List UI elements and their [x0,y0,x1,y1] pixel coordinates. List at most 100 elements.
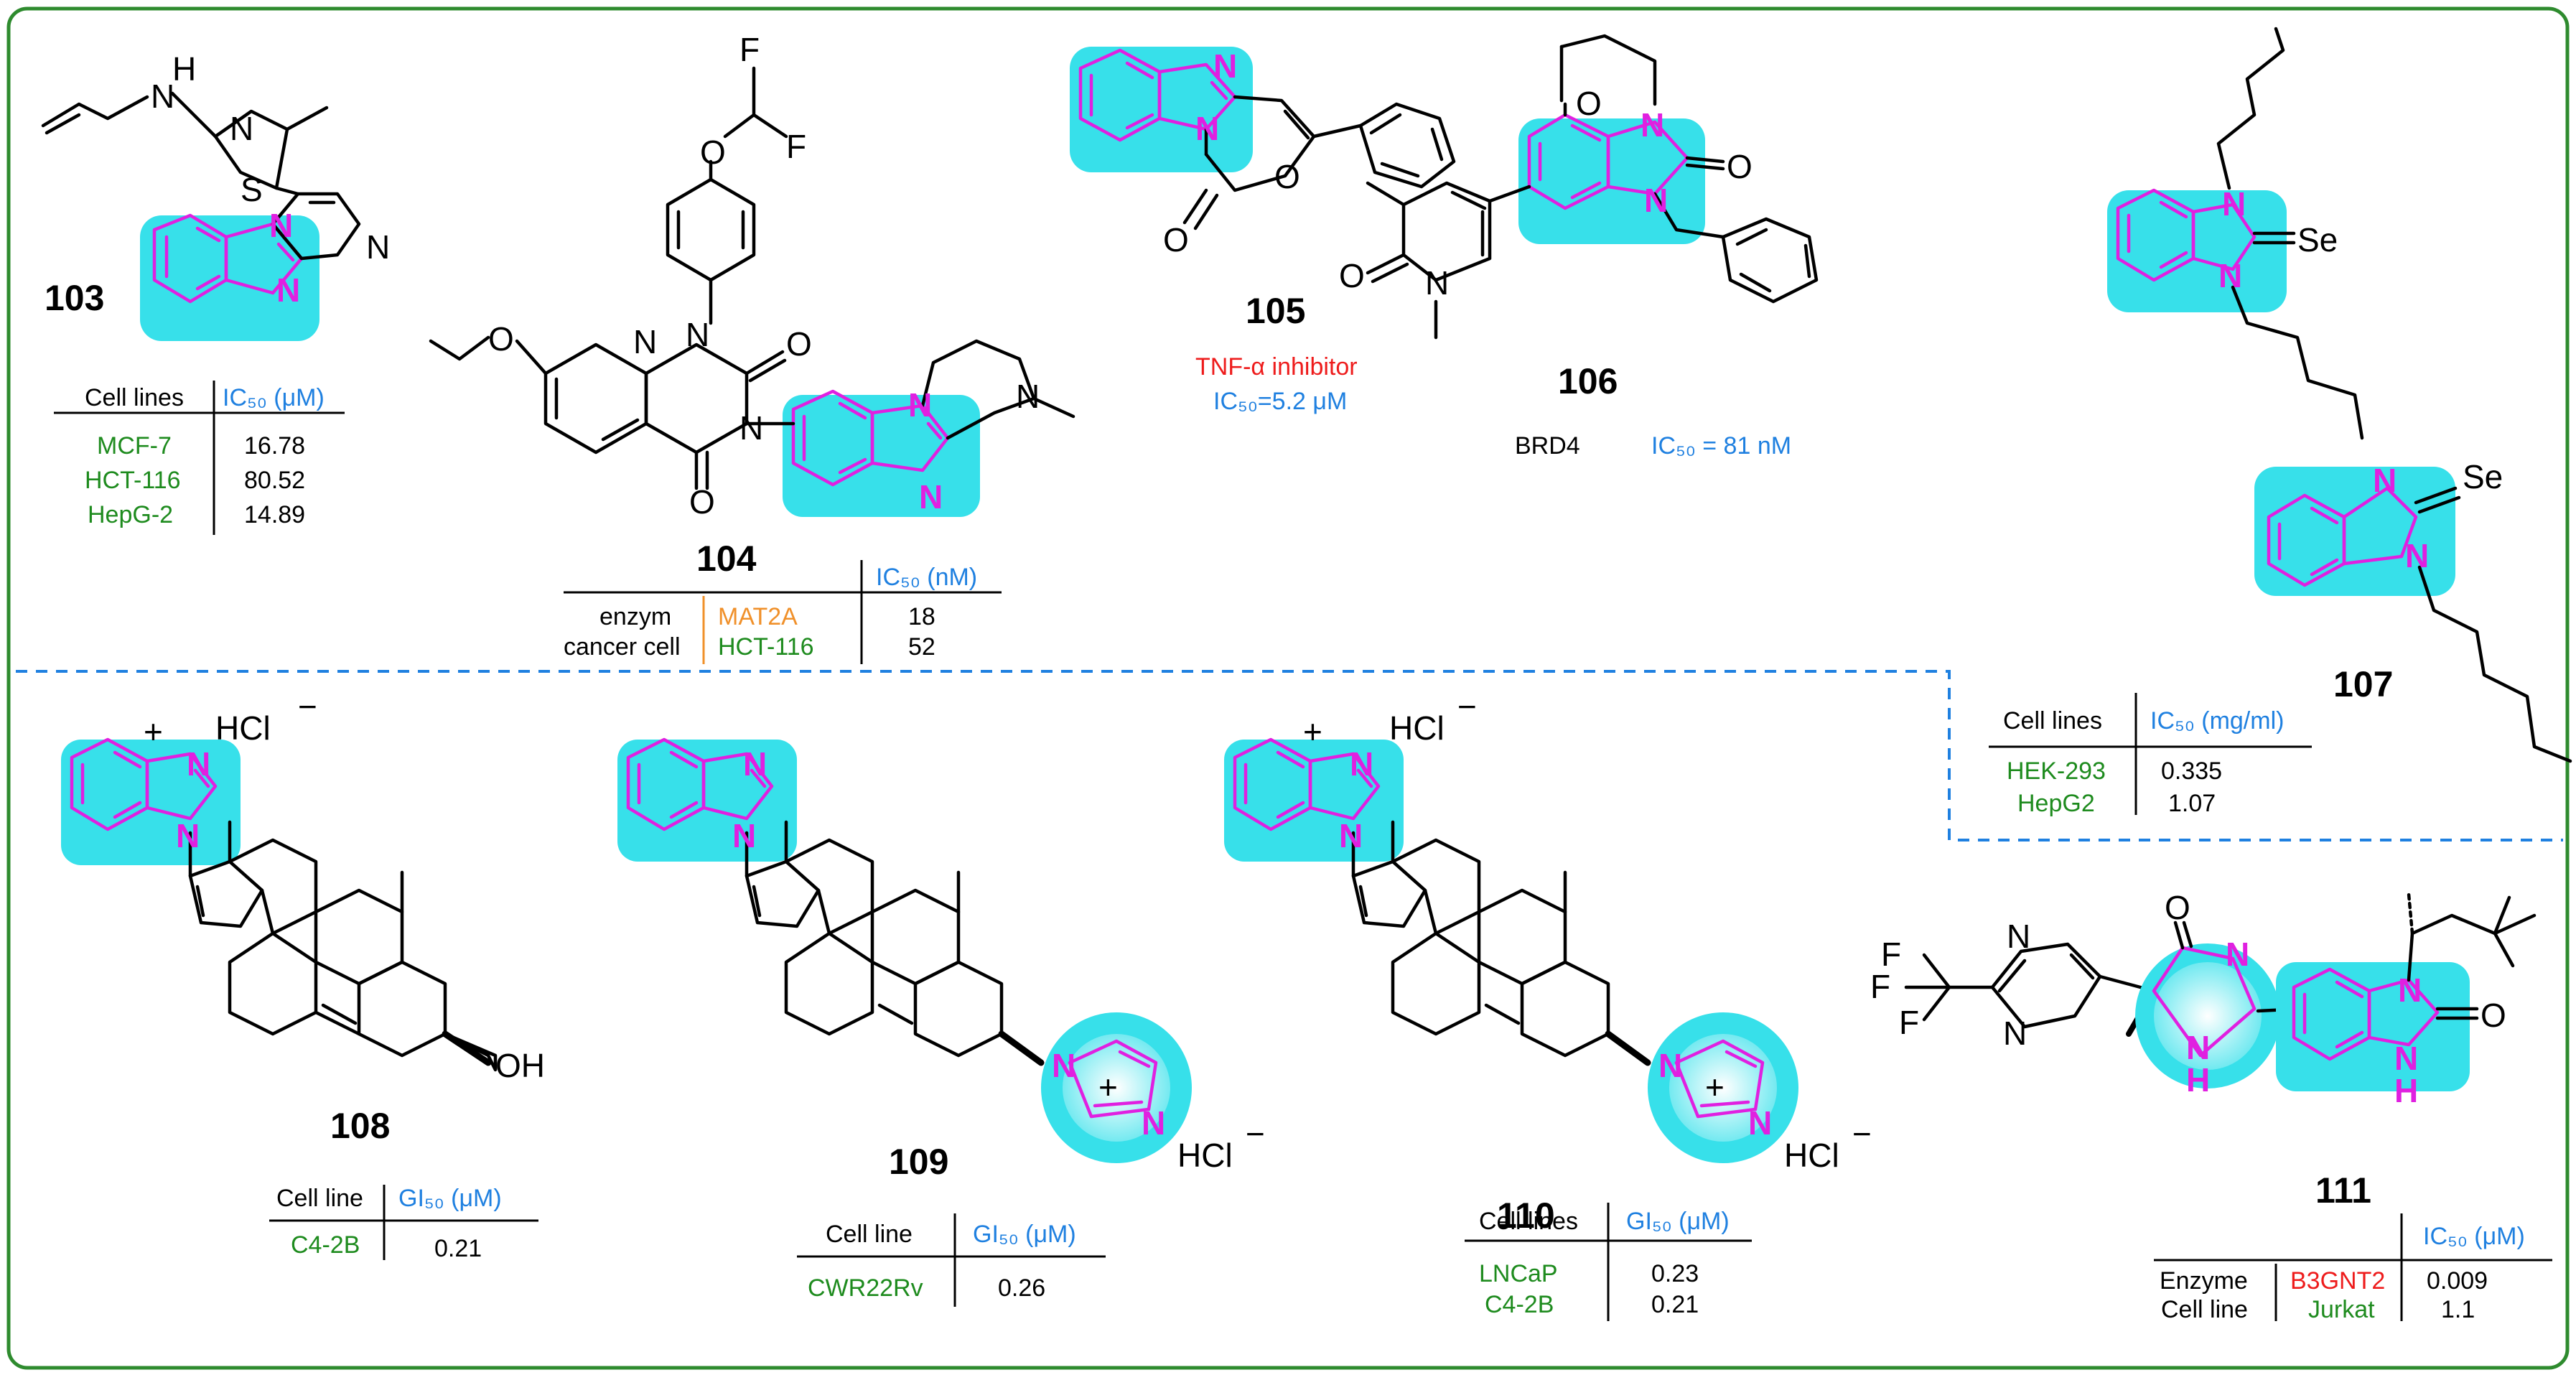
benzimidazole-highlight [783,395,980,517]
section-divider [16,670,2563,841]
atom-N: N [269,207,293,244]
compound-label-108: 108 [330,1106,390,1146]
table-value: 52 [908,633,935,661]
atom-N: N [1748,1104,1772,1142]
compound-105-structure [1070,47,1456,230]
table-header: IC₅₀ (μM) [2423,1223,2525,1250]
atom-H: H [2186,1061,2210,1099]
minus-charge: − [1852,1115,1872,1152]
benzimidazole-highlight [2107,190,2287,312]
table-value: 14.89 [244,501,305,528]
activity-label: TNF-α inhibitor [1195,353,1358,381]
table-row-type: Cell line [2161,1296,2248,1323]
atom-F: F [1899,1004,1919,1041]
atom-OH: OH [495,1047,545,1084]
atom-O: O [1727,148,1753,185]
atom-N: N [366,228,390,266]
atom-F: F [786,128,806,165]
table-104: IC₅₀ (nM) enzym MAT2A 18 cancer cell HCT… [564,560,1002,664]
table-value: 80.52 [244,467,305,494]
atom-O: O [689,483,715,521]
atom-F: F [739,31,760,68]
table-value: 1.1 [2441,1296,2475,1323]
atom-N: N [1641,106,1664,144]
atom-Se: Se [2297,221,2338,258]
table-value: 0.009 [2427,1267,2488,1295]
table-row-type: cancer cell [564,633,681,661]
table-109: Cell line GI₅₀ (μM) CWR22Rv 0.26 [797,1213,1106,1307]
atom-N: N [230,110,253,147]
atom-O: O [2165,889,2190,926]
atom-N: N [2405,537,2429,574]
table-cell-line: HepG-2 [88,501,173,528]
compound-108-structure [61,737,498,1072]
table-header: GI₅₀ (μM) [1626,1208,1730,1235]
atom-N: N [2007,918,2030,955]
compound-106-structure [1366,34,1819,340]
table-value: 0.21 [434,1235,482,1262]
table-header: GI₅₀ (μM) [973,1221,1076,1248]
table-header: IC₅₀ (nM) [876,564,977,591]
table-value: 16.78 [244,432,305,460]
atom-NH: N [2186,1029,2210,1066]
compound-label-110: 110 [1497,1195,1555,1236]
atom-O: O [2481,997,2506,1034]
table-value: 0.21 [1651,1291,1699,1318]
benzimidazole-highlight [617,740,797,862]
atom-N: N [2373,462,2397,499]
plus-charge: + [1098,1068,1118,1106]
table-cell-line: CWR22Rv [808,1274,923,1302]
compound-107-structure [2107,27,2572,763]
table-header: Cell lines [85,384,184,411]
table-header: Cell lines [2003,707,2102,735]
table-cell-line: LNCaP [1479,1260,1558,1287]
atom-N: N [919,478,943,516]
atom-O: O [786,325,812,363]
table-111: IC₅₀ (μM) Enzyme B3GNT2 0.009 Cell line … [2154,1213,2552,1323]
ic50-value: IC₅₀ = 81 nM [1651,432,1791,460]
atom-N: N [176,817,200,854]
atom-N: N [2226,936,2249,973]
atom-O: O [1163,221,1189,258]
table-cell-line: HEK-293 [2007,757,2106,785]
table-110: Cell lines GI₅₀ (μM) LNCaP 0.23 C4-2B 0.… [1465,1203,1752,1321]
compound-label-104: 104 [696,539,757,579]
hcl-salt: HCl [1389,709,1445,747]
hcl-salt: HCl [1784,1137,1839,1174]
atom-N: N [1142,1104,1165,1142]
benzimidazole-highlight [61,740,241,865]
compound-label-107: 107 [2333,664,2393,704]
table-103: Cell lines IC₅₀ (μM) MCF-7 16.78 HCT-116… [54,381,345,535]
table-target: MAT2A [718,603,798,630]
atom-N: N [2398,971,2422,1009]
target-label: BRD4 [1515,432,1580,460]
atom-O: O [1339,257,1365,294]
compound-label-111: 111 [2315,1170,2371,1211]
atom-N: N [739,409,763,447]
table-header: Cell line [276,1185,363,1212]
ic50-value: IC₅₀=5.2 μM [1213,388,1347,415]
compound-104-structure [429,66,1075,517]
hcl-salt: HCl [215,709,271,747]
atom-N: N [151,78,174,115]
figure-frame [6,6,2570,1370]
atom-N: N [2218,257,2242,294]
atom-N: N [276,271,300,309]
table-row-type: enzym [599,603,671,630]
table-target: HCT-116 [718,633,814,661]
atom-N: N [1195,110,1219,147]
table-header: Cell line [826,1221,913,1248]
minus-charge: − [298,688,317,725]
table-header: Cell lines [1479,1208,1578,1235]
atom-N: N [1339,817,1363,854]
table-107: Cell lines IC₅₀ (mg/ml) HEK-293 0.335 He… [1989,693,2312,817]
atom-N: N [633,323,657,360]
compound-label-103: 103 [45,278,104,318]
atom-N: N [1052,1047,1075,1084]
compound-label-109: 109 [889,1142,948,1182]
atom-F: F [1870,968,1890,1005]
table-cell-line: C4-2B [1485,1291,1554,1318]
benzimidazole-highlight [2254,467,2455,596]
atom-NH: N [2394,1040,2418,1077]
